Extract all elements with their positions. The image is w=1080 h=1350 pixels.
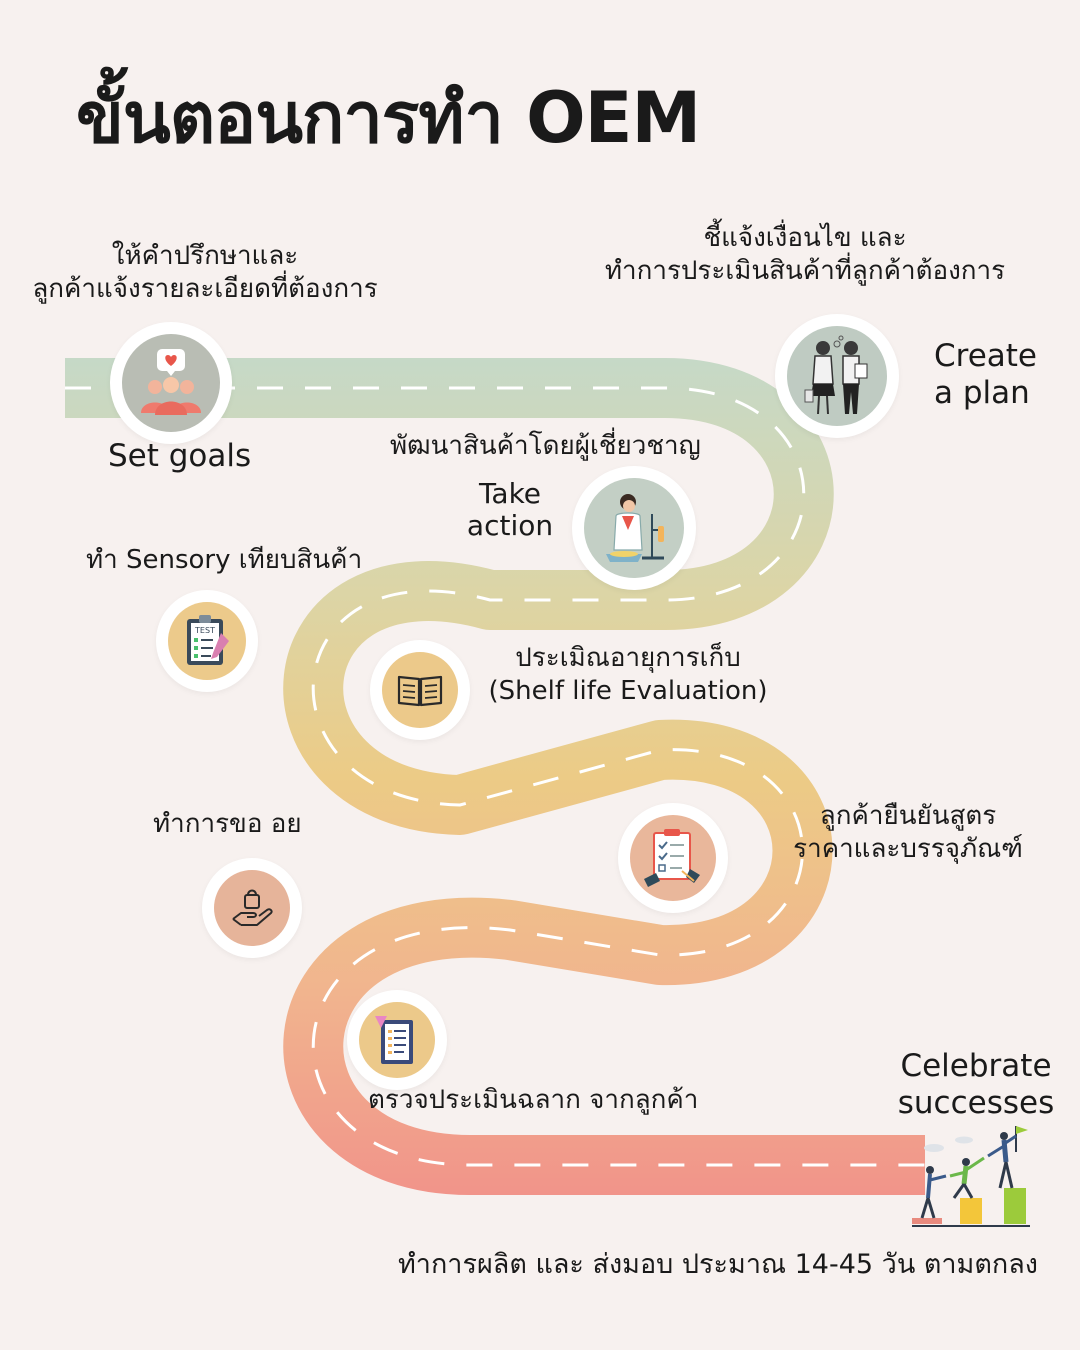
step1-node bbox=[110, 322, 232, 444]
step2-caption-line2: a plan bbox=[934, 374, 1030, 411]
step1-caption: Set goals bbox=[108, 438, 252, 474]
step5-desc-line2: (Shelf life Evaluation) bbox=[488, 675, 768, 706]
test-clipboard-icon: TEST bbox=[187, 615, 229, 665]
hand-bag-icon bbox=[232, 889, 273, 926]
step3-description: พัฒนาสินค้าโดยผู้เชี่ยวชาญ bbox=[390, 431, 701, 461]
step6-desc-line2: ราคาและบรรจุภัณฑ์ bbox=[793, 833, 1023, 864]
people-heart-icon bbox=[141, 349, 201, 415]
step5-description: ประเมิณอายุการเก็บ (Shelf life Evaluatio… bbox=[488, 642, 768, 707]
step3-caption-line2: action bbox=[466, 509, 554, 543]
step3-node bbox=[572, 466, 696, 590]
step2-description: ชี้แจ้งเงื่อนไข และ ทำการประเมินสินค้าที… bbox=[590, 222, 1020, 287]
step1-desc-line1: ให้คำปรึกษาและ bbox=[111, 241, 299, 271]
label-clipboard-icon bbox=[375, 1016, 413, 1064]
step8-description: ตรวจประเมินฉลาก จากลูกค้า bbox=[368, 1085, 699, 1115]
climbing-team-icon bbox=[912, 1126, 1030, 1227]
step2-caption: Create a plan bbox=[934, 338, 1037, 411]
step7-description: ทำการขอ อย bbox=[153, 809, 302, 839]
step6-description: ลูกค้ายืนยันสูตร ราคาและบรรจุภัณฑ์ bbox=[788, 800, 1028, 865]
step3-caption-line1: Take bbox=[478, 477, 542, 510]
step2-caption-line1: Create bbox=[934, 338, 1038, 374]
step2-desc-line1: ชี้แจ้งเงื่อนไข และ bbox=[703, 223, 907, 253]
step8-node bbox=[347, 990, 447, 1090]
open-book-icon bbox=[397, 675, 443, 707]
step6-desc-line1: ลูกค้ายืนยันสูตร bbox=[819, 801, 997, 831]
step4-description: ทำ Sensory เทียบสินค้า bbox=[86, 545, 363, 575]
consultation-people-icon bbox=[804, 335, 868, 415]
step9-caption-line1: Celebrate bbox=[900, 1048, 1052, 1084]
step2-desc-line2: ทำการประเมินสินค้าที่ลูกค้าต้องการ bbox=[604, 255, 1006, 286]
step9-description: ทำการผลิต และ ส่งมอบ ประมาณ 14-45 วัน ตา… bbox=[398, 1249, 1038, 1280]
step9-caption: Celebrate successes bbox=[896, 1048, 1056, 1121]
checklist-signing-icon bbox=[644, 829, 700, 887]
step5-desc-line1: ประเมิณอายุการเก็บ bbox=[515, 643, 741, 673]
step3-caption: Take action bbox=[455, 477, 565, 543]
step4-node: TEST bbox=[156, 590, 258, 692]
step1-desc-line2: ลูกค้าแจ้งรายละเอียดที่ต้องการ bbox=[32, 273, 378, 304]
step5-node bbox=[370, 640, 470, 740]
step1-description: ให้คำปรึกษาและ ลูกค้าแจ้งรายละเอียดที่ต้… bbox=[20, 240, 390, 305]
scientist-icon bbox=[606, 494, 664, 562]
page-title: ขั้นตอนการทำ OEM bbox=[76, 77, 701, 159]
svg-text:TEST: TEST bbox=[194, 626, 215, 635]
step6-node bbox=[618, 803, 728, 913]
step9-caption-line2: successes bbox=[897, 1084, 1055, 1121]
step7-node bbox=[202, 858, 302, 958]
step2-node bbox=[775, 314, 899, 438]
